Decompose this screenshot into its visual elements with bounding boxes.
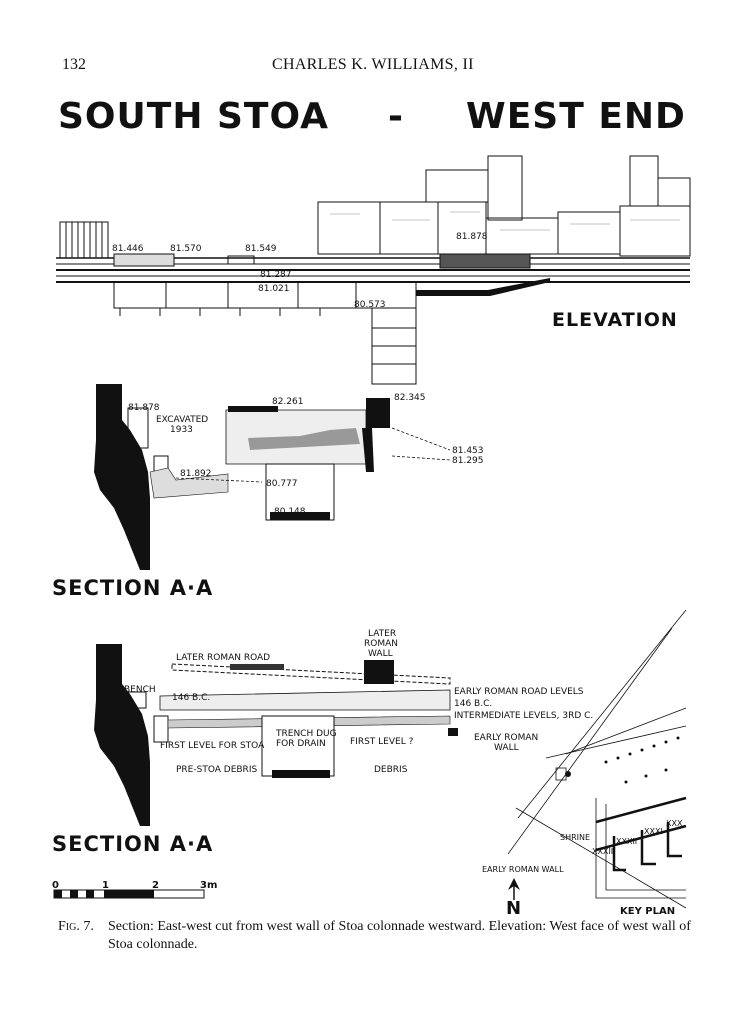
- sec1-level-4: 81.453: [452, 446, 484, 456]
- elev-level-3: 81.549: [245, 244, 277, 254]
- later-roman-wall-3: WALL: [368, 649, 393, 659]
- intermediate-levels: INTERMEDIATE LEVELS, 3RD C.: [454, 711, 593, 721]
- figure-caption: Fig. 7. Section: East-west cut from west …: [58, 918, 698, 954]
- shop-xxxii: XXXII: [616, 837, 637, 846]
- elev-level-1: 81.446: [112, 244, 144, 254]
- sec1-level-2: 82.261: [272, 397, 304, 407]
- sec1-level-8: 80.148: [274, 507, 306, 517]
- sec1-level-3: 82.345: [394, 393, 426, 403]
- elevation-label: ELEVATION: [552, 309, 678, 331]
- shop-xxxi: XXXI: [644, 827, 663, 836]
- sec1-level-1: 81.878: [128, 403, 160, 413]
- sec1-excavated: EXCAVATED: [156, 415, 208, 425]
- key-early-roman-wall: EARLY ROMAN WALL: [482, 865, 564, 874]
- north-label: N: [506, 898, 521, 919]
- shop-xxx: XXX: [666, 819, 683, 828]
- first-level: FIRST LEVEL ?: [350, 737, 414, 747]
- shop-xxxiii: XXXIII: [592, 847, 616, 856]
- section-1-label: SECTION A·A: [52, 576, 214, 600]
- early-roman-wall-1: EARLY ROMAN: [474, 733, 538, 743]
- title-west-end: WEST END: [466, 96, 686, 137]
- title-dash: -: [388, 96, 404, 137]
- sec1-level-6: 81.892: [180, 469, 212, 479]
- caption-text: Section: East-west cut from west wall of…: [108, 919, 691, 952]
- scale-bar: 0 1 2 3m: [52, 880, 217, 899]
- debris-label: DEBRIS: [374, 765, 408, 775]
- sec1-year: 1933: [170, 425, 193, 435]
- scale-tick-3: 3m: [200, 880, 217, 891]
- figure-number: Fig. 7.: [58, 919, 94, 934]
- trench-label-1: TRENCH DUG: [275, 729, 337, 739]
- running-head: CHARLES K. WILLIAMS, II: [272, 56, 474, 73]
- elev-level-7: 80.573: [354, 300, 386, 310]
- elev-level-5: 81.287: [260, 270, 292, 280]
- elevation-drawing: 81.446 81.570 81.549 81.878 81.287 81.02…: [56, 155, 691, 385]
- later-roman-road: LATER ROMAN ROAD: [176, 653, 270, 663]
- sec1-level-7: 80.777: [266, 479, 298, 489]
- scale-tick-2: 2: [152, 880, 159, 891]
- early-roman-road-levels: EARLY ROMAN ROAD LEVELS: [454, 687, 584, 697]
- scale-tick-1: 1: [102, 880, 109, 891]
- first-level-for-stoa: FIRST LEVEL FOR STOA: [160, 741, 265, 751]
- title-south-stoa: SOUTH STOA: [58, 96, 329, 137]
- elev-level-2: 81.570: [170, 244, 202, 254]
- trench-label-2: FOR DRAIN: [276, 739, 326, 749]
- later-roman-wall-2: ROMAN: [364, 639, 398, 649]
- key-plan: SHRINE XXXIII XXXII XXXI XXX EARLY ROMAN…: [482, 609, 687, 919]
- pre-stoa-debris: PRE-STOA DEBRIS: [176, 765, 257, 775]
- north-arrow-icon: [508, 878, 520, 890]
- page-number: 132: [62, 56, 86, 73]
- early-roman-wall-2: WALL: [494, 743, 519, 753]
- sec1-level-5: 81.295: [452, 456, 484, 466]
- scale-tick-0: 0: [52, 880, 59, 891]
- later-roman-wall-1: LATER: [368, 629, 396, 639]
- elev-level-6: 81.021: [258, 284, 290, 294]
- elev-level-4: 81.878: [456, 232, 488, 242]
- bench-label: BENCH: [124, 685, 156, 695]
- key-plan-label: KEY PLAN: [620, 906, 675, 917]
- bc146-left: 146 B.C.: [172, 693, 210, 703]
- section-2-label: SECTION A·A: [52, 832, 214, 856]
- shrine-label: SHRINE: [560, 833, 590, 842]
- section-1-drawing: 81.878 EXCAVATED 1933 82.261 82.345 81.4…: [94, 384, 484, 570]
- section-2-drawing: LATER ROMAN ROAD LATER ROMAN WALL BENCH …: [94, 629, 593, 826]
- bc146-right: 146 B.C.: [454, 699, 492, 709]
